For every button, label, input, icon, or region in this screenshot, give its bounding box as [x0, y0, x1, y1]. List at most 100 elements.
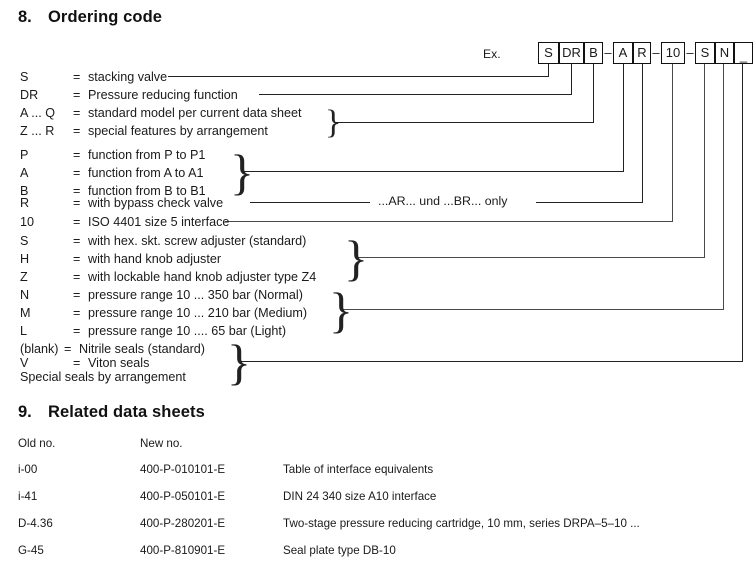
brace-seals: }: [227, 334, 251, 390]
key-eq-11: =: [73, 270, 81, 284]
table-row-0-old: i-00: [18, 463, 38, 476]
connector-v-bypass: [642, 64, 643, 203]
key-special-seals: Special seals by arrangement: [20, 370, 186, 384]
connector-v-s: [548, 64, 549, 77]
bypass-note: ...AR... und ...BR... only: [378, 194, 508, 208]
code-box-seals[interactable]: _: [734, 42, 753, 64]
key-desc-12: pressure range 10 ... 350 bar (Normal): [88, 288, 303, 302]
key-desc-11: with lockable hand knob adjuster type Z4: [88, 270, 317, 284]
brace-adjuster: }: [344, 230, 368, 286]
key-code-16: V: [20, 356, 29, 370]
code-box-dr[interactable]: DR: [559, 42, 584, 64]
connector-h-dr: [259, 94, 572, 95]
table-row-2-new: 400-P-280201-E: [140, 517, 226, 530]
key-code-1: DR: [20, 88, 39, 102]
key-eq-1: =: [73, 88, 81, 102]
key-code-15: (blank): [20, 342, 59, 356]
connector-h-pressure: [340, 309, 724, 310]
example-label: Ex.: [483, 47, 501, 61]
table-row-1-desc: DIN 24 340 size A10 interface: [283, 490, 437, 503]
key-desc-14: pressure range 10 .... 65 bar (Light): [88, 324, 287, 338]
table-row-2-old: D-4.36: [18, 517, 53, 530]
table-row-3-new: 400-P-810901-E: [140, 544, 226, 557]
key-code-11: Z: [20, 270, 28, 284]
key-eq-5: =: [73, 166, 81, 180]
table-row-0-new: 400-P-010101-E: [140, 463, 226, 476]
key-eq-12: =: [73, 288, 81, 302]
key-desc-10: with hand knob adjuster: [88, 252, 222, 266]
key-eq-16: =: [73, 356, 81, 370]
key-desc-13: pressure range 10 ... 210 bar (Medium): [88, 306, 308, 320]
section-9-number: 9.: [18, 403, 32, 421]
key-eq-3: =: [73, 124, 81, 138]
code-box-r[interactable]: R: [633, 42, 651, 64]
section-9-title: Related data sheets: [48, 403, 205, 421]
connector-h-function: [241, 171, 624, 172]
key-eq-0: =: [73, 70, 81, 84]
key-eq-10: =: [73, 252, 81, 266]
code-box-b[interactable]: B: [584, 42, 603, 64]
connector-v-pressure: [723, 64, 724, 310]
connector-v-adjuster: [704, 64, 705, 258]
connector-v-seals: [742, 64, 743, 362]
table-row-1-old: i-41: [18, 490, 38, 503]
code-sep-3: –: [686, 45, 694, 60]
key-desc-7: with bypass check valve: [88, 196, 224, 210]
key-code-13: M: [20, 306, 31, 320]
brace-model: }: [325, 104, 342, 141]
key-desc-5: function from A to A1: [88, 166, 204, 180]
section-8-title: Ordering code: [48, 8, 163, 26]
key-eq-9: =: [73, 234, 81, 248]
key-eq-7: =: [73, 196, 81, 210]
connector-h-adjuster: [355, 257, 705, 258]
code-box-s1[interactable]: S: [538, 42, 559, 64]
table-row-1-new: 400-P-050101-E: [140, 490, 226, 503]
key-eq-4: =: [73, 148, 81, 162]
connector-v-function: [623, 64, 624, 172]
key-desc-4: function from P to P1: [88, 148, 206, 162]
key-code-3: Z ... R: [20, 124, 55, 138]
table-row-0-desc: Table of interface equivalents: [283, 463, 434, 476]
code-box-a[interactable]: A: [613, 42, 633, 64]
code-box-s2[interactable]: S: [695, 42, 715, 64]
key-code-14: L: [20, 324, 28, 338]
key-eq-15: =: [64, 342, 72, 356]
connector-v-dr: [571, 64, 572, 95]
key-eq-2: =: [73, 106, 81, 120]
brace-function: }: [230, 144, 254, 200]
key-code-0: S: [20, 70, 29, 84]
key-code-7: R: [20, 196, 30, 210]
connector-h-model: [335, 122, 594, 123]
key-desc-9: with hex. skt. screw adjuster (standard): [88, 234, 307, 248]
connector-v-model: [593, 64, 594, 123]
key-code-5: A: [20, 166, 29, 180]
connector-h-seals: [238, 361, 743, 362]
key-eq-13: =: [73, 306, 81, 320]
key-desc-6: function from B to B1: [88, 184, 206, 198]
key-code-4: P: [20, 148, 29, 162]
key-code-6: B: [20, 184, 29, 198]
connector-h-bypass-right: [536, 202, 643, 203]
code-box-10[interactable]: 10: [661, 42, 685, 64]
section-8-number: 8.: [18, 8, 32, 26]
table-row-3-desc: Seal plate type DB-10: [283, 544, 396, 557]
key-code-2: A ... Q: [20, 106, 55, 120]
key-eq-14: =: [73, 324, 81, 338]
key-desc-0: stacking valve: [88, 70, 168, 84]
code-sep-2: –: [652, 45, 660, 60]
code-box-n[interactable]: N: [715, 42, 734, 64]
key-desc-15: Nitrile seals (standard): [79, 342, 205, 356]
table-header-new-no: New no.: [140, 437, 183, 450]
connector-h-s: [168, 76, 549, 77]
key-code-12: N: [20, 288, 30, 302]
code-sep-1: –: [604, 45, 612, 60]
key-desc-16: Viton seals: [88, 356, 150, 370]
key-code-9: S: [20, 234, 29, 248]
key-code-8: 10: [20, 215, 35, 229]
connector-v-iso: [672, 64, 673, 222]
key-desc-8: ISO 4401 size 5 interface: [88, 215, 230, 229]
table-row-3-old: G-45: [18, 544, 44, 557]
brace-pressure: }: [329, 282, 353, 338]
connector-h-iso: [225, 221, 673, 222]
connector-h-bypass-left: [250, 202, 370, 203]
